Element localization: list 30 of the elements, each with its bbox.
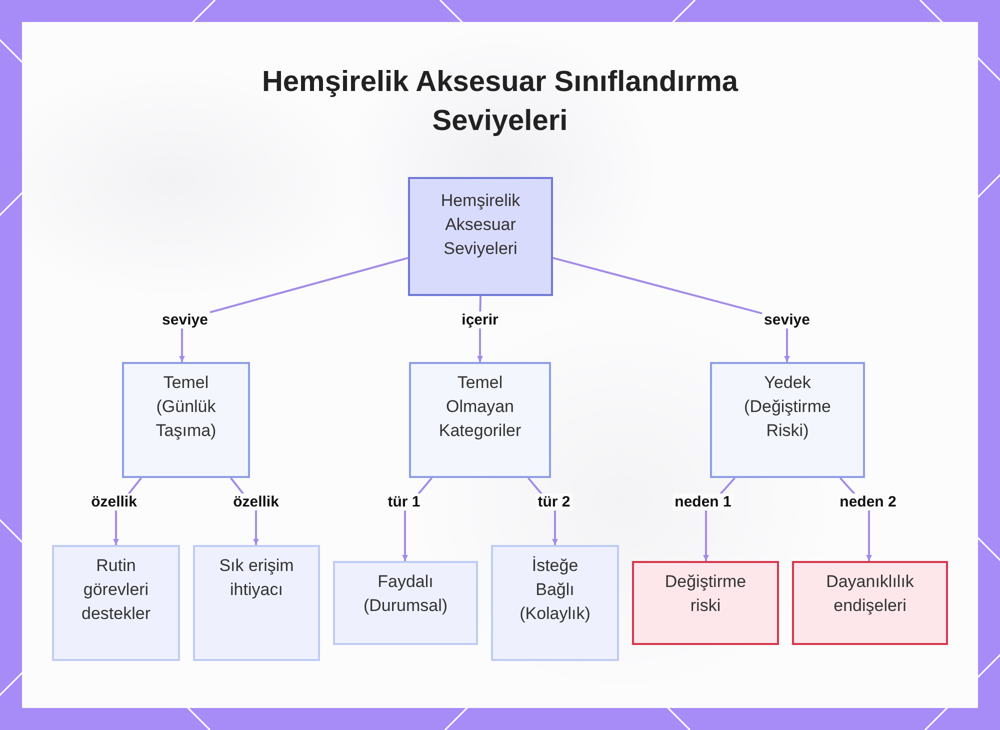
diagram-title: Hemşirelik Aksesuar Sınıflandırma Seviyeleri (260, 65, 740, 139)
node-label: Değiştirme riski (664, 571, 748, 617)
edge-label: seviye (762, 312, 812, 328)
risk-box (632, 561, 779, 645)
category-box (122, 362, 250, 478)
node-label: İsteğe Bağlı (Kolaylık) (518, 555, 592, 625)
detail-box (491, 545, 619, 661)
node-label: Temel (Günlük Taşıma) (154, 372, 218, 442)
node-label: Yedek (Değiştirme Riski) (743, 372, 832, 442)
detail-box (333, 561, 478, 645)
node-label: Temel Olmayan Kategoriler (438, 372, 522, 442)
edge-label: neden 2 (838, 494, 898, 510)
risk-box (792, 561, 948, 645)
edge-label: özellik (231, 494, 281, 510)
detail-box (52, 545, 180, 661)
node-label: Dayanıklılık endişeleri (825, 571, 915, 617)
node-label: Sık erişim ihtiyacı (218, 555, 295, 601)
edge-label: içerir (460, 312, 500, 328)
edge-label: neden 1 (672, 494, 734, 510)
edge-label: seviye (160, 312, 210, 328)
edge-label: özellik (89, 494, 139, 510)
node-label: Hemşirelik Aksesuar Seviyeleri (440, 190, 522, 260)
node-label: Faydalı (Durumsal) (362, 571, 449, 617)
edge-label: tür 1 (386, 494, 422, 510)
edge-label: tür 2 (536, 494, 572, 510)
root-box (408, 177, 553, 296)
detail-box (193, 545, 320, 661)
category-box (710, 362, 865, 478)
category-box (409, 362, 551, 478)
node-label: Rutin görevleri destekler (80, 555, 152, 625)
